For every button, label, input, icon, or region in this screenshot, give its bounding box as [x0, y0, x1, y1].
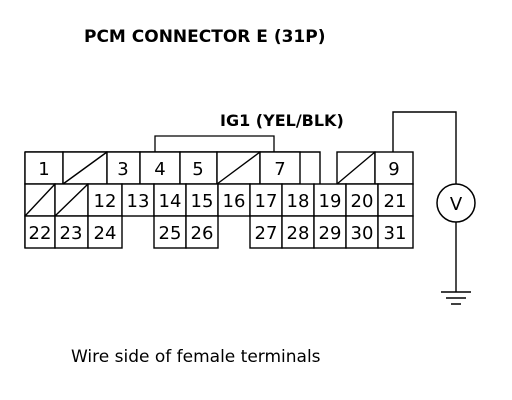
cell-17	[249, 183, 283, 217]
probe-lead	[392, 111, 457, 184]
pin-4: 4	[154, 159, 165, 180]
pin-23: 23	[60, 223, 83, 244]
pin-17: 17	[255, 191, 278, 212]
diagram-title: PCM CONNECTOR E (31P)	[84, 27, 326, 47]
pin-12: 12	[94, 191, 117, 212]
cell-24	[87, 215, 123, 249]
pin-5: 5	[192, 159, 203, 180]
empty-cavity-marks	[24, 151, 376, 217]
pin-30: 30	[351, 223, 374, 244]
pin-25: 25	[159, 223, 182, 244]
cell-20	[345, 183, 379, 217]
row-bottom	[24, 215, 414, 249]
pin-20: 20	[351, 191, 374, 212]
pin-26: 26	[191, 223, 214, 244]
cell-23	[54, 215, 89, 249]
slash-cell-11	[54, 183, 89, 217]
cell-15	[185, 183, 219, 217]
cell-21	[377, 183, 414, 217]
pin-14: 14	[159, 191, 182, 212]
pin-24: 24	[94, 223, 117, 244]
cell-7	[259, 151, 301, 185]
pin-15: 15	[191, 191, 214, 212]
pin-1: 1	[38, 159, 49, 180]
diagram-caption: Wire side of female terminals	[71, 347, 321, 367]
cell-14	[153, 183, 187, 217]
cell-30	[345, 215, 379, 249]
slash-cell-10	[24, 183, 56, 217]
cell-4	[139, 151, 181, 185]
pin-labels: 1 3 4 5 7 9 12 13 14 15 16 17 18 19 20 2…	[29, 159, 407, 244]
test-bracket	[154, 135, 275, 152]
cell-27	[249, 215, 283, 249]
slash-cell-8	[336, 151, 376, 185]
probe-wiring	[392, 111, 457, 292]
slash-cell-6	[216, 151, 261, 185]
pin-28: 28	[287, 223, 310, 244]
pin-13: 13	[127, 191, 150, 212]
pin-7: 7	[274, 159, 285, 180]
pin-27: 27	[255, 223, 278, 244]
cell-31	[377, 215, 414, 249]
row-top	[24, 151, 414, 185]
cell-3	[106, 151, 141, 185]
slash-cell-2	[62, 151, 108, 185]
pin-16: 16	[223, 191, 246, 212]
pin-18: 18	[287, 191, 310, 212]
voltmeter-symbol: V	[450, 194, 463, 215]
pin-19: 19	[319, 191, 342, 212]
pin-31: 31	[384, 223, 407, 244]
cell-26	[185, 215, 219, 249]
pin-3: 3	[117, 159, 128, 180]
ground-icon	[441, 291, 471, 305]
wire-label: IG1 (YEL/BLK)	[220, 111, 344, 130]
pin-9: 9	[388, 159, 399, 180]
pin-29: 29	[319, 223, 342, 244]
cell-22	[24, 215, 56, 249]
voltmeter-icon	[436, 183, 476, 223]
cell-16	[217, 183, 251, 217]
pin-21: 21	[384, 191, 407, 212]
pin-22: 22	[29, 223, 52, 244]
